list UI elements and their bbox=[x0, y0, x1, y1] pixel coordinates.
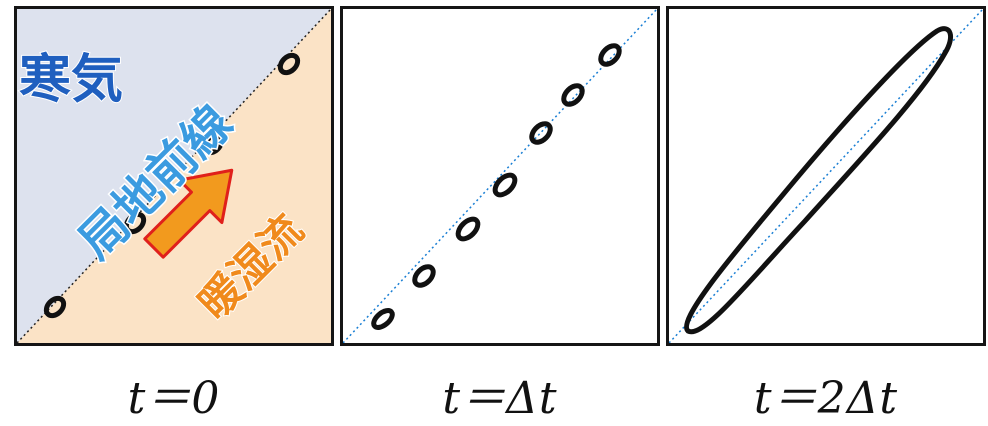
panel-t-2dt bbox=[666, 6, 986, 346]
panel-t0: 寒気 局地前線 暖湿流 bbox=[14, 6, 334, 346]
panel-t-dt-diagram bbox=[343, 9, 657, 343]
time-label-t-2dt: t＝2Δt bbox=[753, 373, 899, 424]
cloud-cell bbox=[277, 52, 301, 76]
warm-flow-arrow-icon bbox=[143, 168, 234, 259]
front-line bbox=[669, 9, 983, 343]
panel-t0-diagram: 寒気 局地前線 暖湿流 bbox=[17, 9, 331, 343]
cloud-cell bbox=[529, 121, 553, 145]
cloud-cell bbox=[492, 172, 518, 198]
cloud-cells bbox=[43, 52, 301, 319]
panel-t-2dt-diagram bbox=[669, 9, 983, 343]
cold-air-label: 寒気 bbox=[19, 50, 123, 110]
merged-cloud-band bbox=[684, 26, 954, 335]
cloud-cell bbox=[43, 295, 67, 319]
front-line bbox=[17, 9, 331, 343]
cloud-cells bbox=[371, 43, 622, 330]
front-line bbox=[343, 9, 657, 343]
cloud-cell bbox=[455, 216, 481, 242]
time-label-t-dt: t＝Δt bbox=[442, 373, 558, 424]
cloud-cell bbox=[201, 132, 225, 156]
cloud-cell bbox=[561, 83, 585, 107]
cloud-cell bbox=[123, 211, 147, 235]
warm-air-region bbox=[17, 9, 331, 343]
cloud-cell bbox=[371, 308, 395, 330]
time-label-t0: t＝0 bbox=[127, 373, 221, 424]
cloud-cell bbox=[412, 264, 436, 288]
panel-t-dt bbox=[340, 6, 660, 346]
cloud-cell bbox=[598, 43, 622, 67]
